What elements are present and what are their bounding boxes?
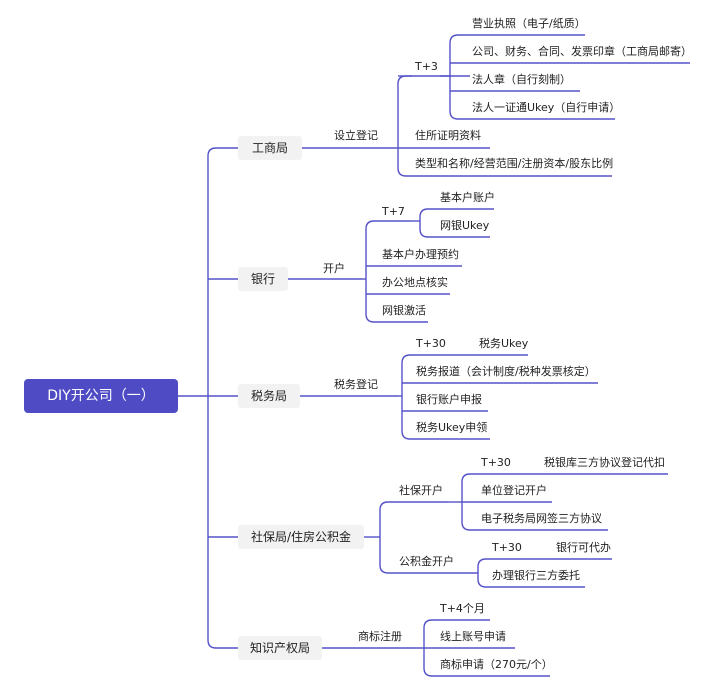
- leaf-item: 基本户办理预约: [382, 248, 459, 261]
- leaf-item: 电子税务局网签三方协议: [481, 512, 602, 525]
- connector-items: [423, 667, 550, 677]
- connector-root: [207, 147, 238, 157]
- leaf-item: 基本户账户: [440, 191, 495, 204]
- leaf-item: 类型和名称/经营范围/注册资本/股东比例: [415, 157, 614, 170]
- deadline-label: T+4个月: [440, 602, 485, 615]
- step-label: 开户: [323, 262, 345, 275]
- connector-items: [401, 430, 490, 440]
- dept-node-social-security[interactable]: 社保局/住房公积金: [238, 525, 364, 549]
- dept-node-ip-bureau[interactable]: 知识产权局: [238, 636, 322, 660]
- step-label: 税务登记: [334, 378, 378, 391]
- dept-node-tax-bureau[interactable]: 税务局: [238, 384, 300, 408]
- connector-items: [401, 354, 528, 364]
- leaf-item: 法人一证通Ukey（自行申请）: [472, 101, 621, 114]
- connector-items: [397, 75, 470, 85]
- connector-items: [365, 313, 428, 323]
- deadline-label: T+7: [382, 205, 405, 218]
- leaf-item: 办公地点核实: [382, 276, 448, 289]
- connector-items: [365, 220, 410, 230]
- connector-items: [419, 208, 494, 218]
- dept-node-business-bureau[interactable]: 工商局: [238, 136, 302, 160]
- leaf-item: 公司、财务、合同、发票印章（工商局邮寄）: [472, 45, 692, 58]
- leaf-item: 网银Ukey: [440, 219, 490, 232]
- leaf-item: 单位登记开户: [481, 484, 547, 497]
- step-label: 社保开户: [399, 484, 443, 497]
- step-label: 商标注册: [358, 630, 402, 643]
- connector-items: [397, 167, 612, 177]
- leaf-item: 线上账号申请: [440, 630, 506, 643]
- leaf-item: 税务Ukey: [479, 337, 529, 350]
- step-label: 公积金开户: [399, 555, 454, 568]
- leaf-item: 税务Ukey申领: [416, 421, 488, 434]
- connector-root: [207, 639, 238, 649]
- dept-node-bank[interactable]: 银行: [238, 267, 288, 291]
- connector-items: [449, 34, 585, 44]
- step-label: 设立登记: [334, 129, 378, 142]
- leaf-item: 税银库三方协议登记代扣: [544, 456, 665, 469]
- leaf-item: 网银激活: [382, 304, 426, 317]
- leaf-item: 银行账户申报: [416, 393, 482, 406]
- connector-items: [461, 521, 608, 531]
- connector-items: [477, 558, 612, 568]
- deadline-label: T+3: [415, 60, 438, 73]
- connector-items: [423, 619, 490, 629]
- leaf-item: 营业执照（电子/纸质）: [472, 17, 586, 30]
- leaf-item: 住所证明资料: [415, 129, 481, 142]
- connector-step: [379, 564, 458, 574]
- leaf-item: 商标申请（270元/个）: [440, 658, 553, 671]
- leaf-item: 法人章（自行刻制）: [472, 73, 571, 86]
- connector-items: [461, 473, 668, 483]
- leaf-item: 办理银行三方委托: [492, 569, 580, 582]
- connector-items: [449, 110, 615, 120]
- deadline-label: T+30: [492, 541, 522, 554]
- root-node[interactable]: DIY开公司（一）: [24, 379, 178, 413]
- deadline-label: T+30: [416, 337, 446, 350]
- deadline-label: T+30: [481, 456, 511, 469]
- connector-items: [419, 228, 490, 238]
- leaf-item: 银行可代办: [556, 541, 611, 554]
- leaf-item: 税务报道（会计制度/税种发票核定）: [416, 365, 596, 378]
- connector-items: [477, 578, 585, 588]
- connector-step: [379, 501, 448, 511]
